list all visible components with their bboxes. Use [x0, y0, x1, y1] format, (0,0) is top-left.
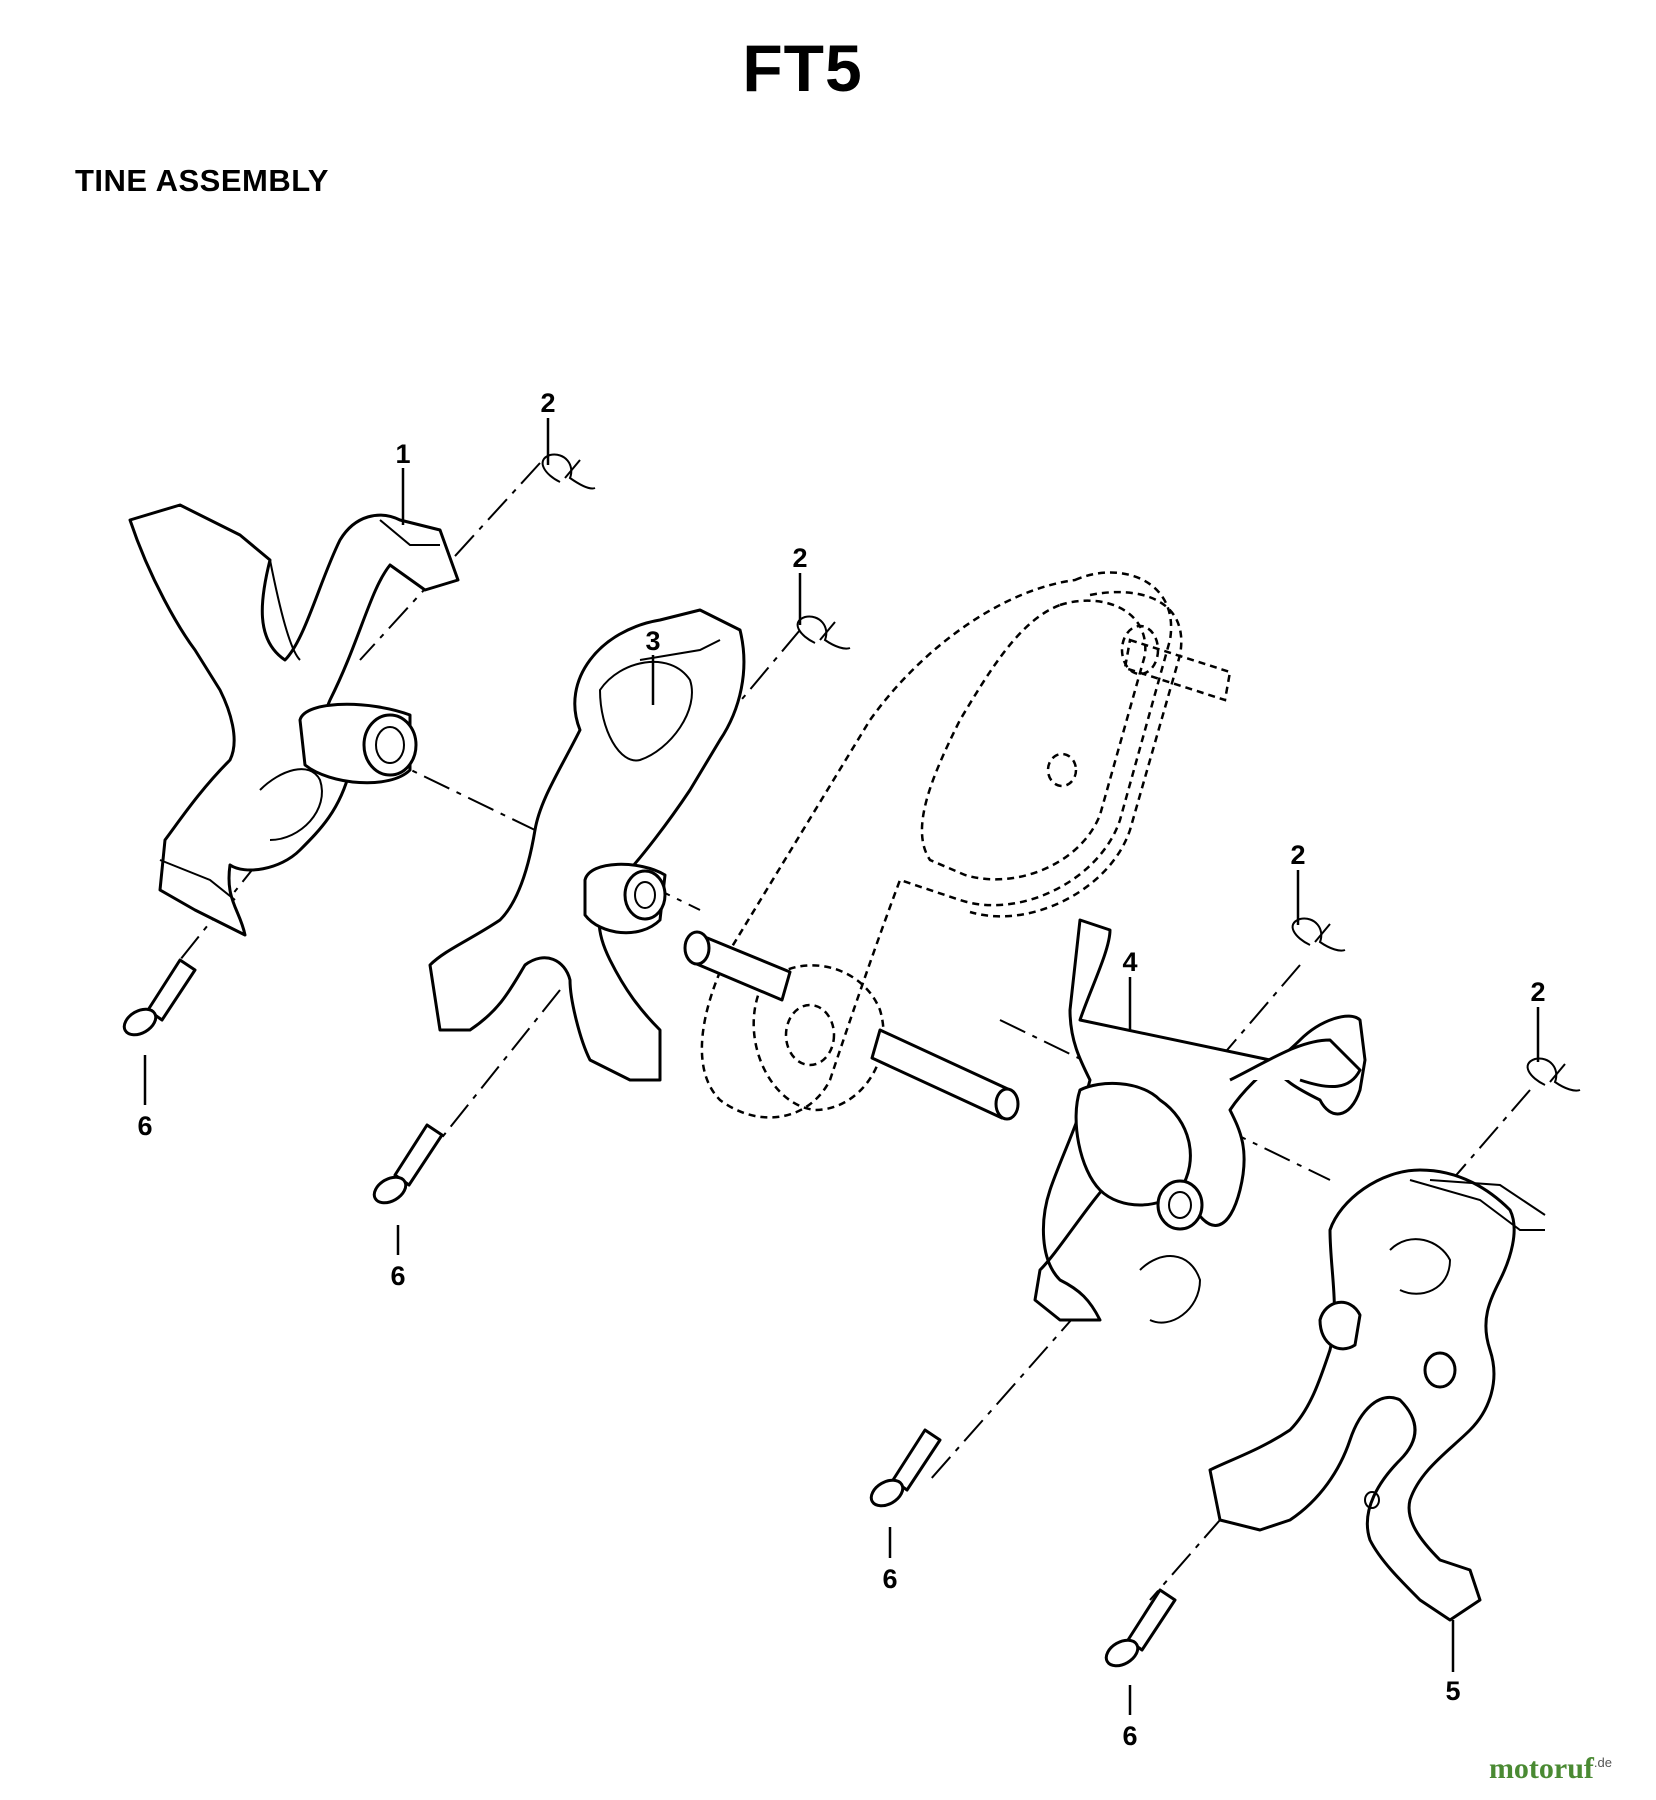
- tine-part-4: [1033, 918, 1367, 1324]
- callout-2-top: 2: [540, 388, 555, 418]
- hairpin-clip-1: [541, 453, 596, 490]
- page-title: FT5: [742, 31, 863, 105]
- tine-part-3: [428, 608, 746, 1082]
- callout-leader-lines: [143, 418, 1540, 1715]
- callout-5: 5: [1445, 1676, 1460, 1706]
- callout-2-far-right: 2: [1530, 977, 1545, 1007]
- clevis-pin-3: [869, 1428, 942, 1508]
- gearbox-housing-phantom: [700, 571, 1232, 1119]
- callout-1: 1: [395, 439, 410, 469]
- callout-6-left: 6: [137, 1111, 152, 1141]
- section-title: TINE ASSEMBLY: [75, 163, 329, 198]
- watermark-text: motoruf: [1488, 1752, 1594, 1785]
- callout-6-bottom: 6: [1122, 1721, 1137, 1751]
- callout-4: 4: [1122, 947, 1137, 977]
- tine-shaft: [683, 930, 1020, 1121]
- clevis-pin-4: [1104, 1588, 1177, 1668]
- callout-6-right: 6: [882, 1564, 897, 1594]
- callout-2-mid: 2: [792, 543, 807, 573]
- callout-2-right: 2: [1290, 840, 1305, 870]
- clevis-pin-2: [372, 1123, 444, 1205]
- hairpin-clip-4: [1526, 1057, 1581, 1092]
- tine-part-5: [1208, 1168, 1546, 1622]
- hairpin-clip-2: [796, 615, 851, 650]
- clevis-pin-1: [122, 958, 197, 1037]
- callout-6-mid: 6: [390, 1261, 405, 1291]
- tine-part-1: [128, 503, 460, 937]
- watermark-suffix: .de: [1593, 1755, 1612, 1770]
- callout-3: 3: [645, 626, 660, 656]
- hairpin-clip-3: [1291, 917, 1346, 952]
- watermark-logo: motoruf.de: [1489, 1752, 1612, 1786]
